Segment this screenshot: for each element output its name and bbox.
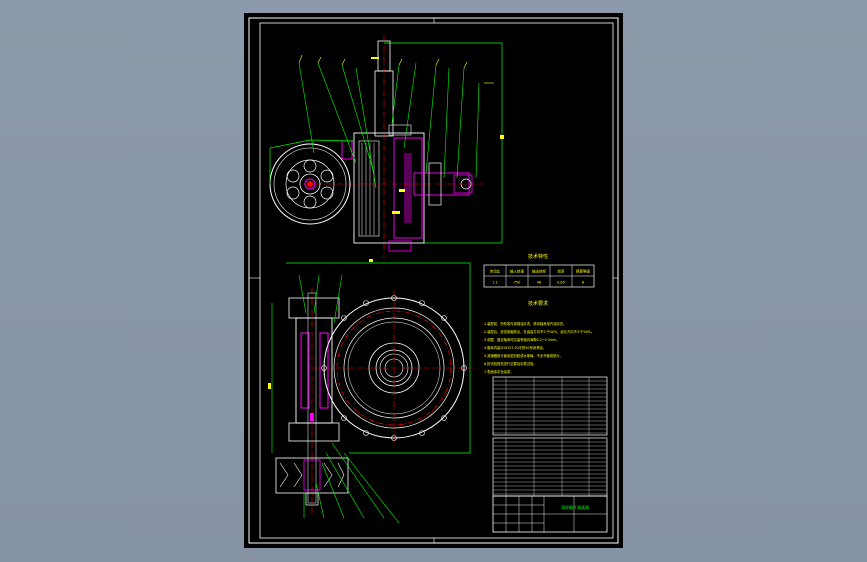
- inner-frame: [259, 22, 614, 539]
- tech-req-line-6: 7.表面涂灰色油漆。: [484, 369, 514, 374]
- params-value-1: 750: [514, 281, 521, 285]
- tech-req-line-5: 6.按试验规范进行空载及负载试验。: [484, 361, 537, 366]
- input-shaft-top: [377, 40, 391, 72]
- top-leader-lines: [298, 62, 480, 189]
- params-header-2: 输出转矩: [532, 269, 546, 274]
- params-value-2: 48: [537, 281, 541, 285]
- tech-req-line-3: 4.箱体内装SH0357-92中的50号润滑油。: [484, 345, 546, 350]
- params-value-4: 8: [582, 281, 584, 285]
- params-table-title: 技术特性: [528, 253, 548, 260]
- bolt-holes: [321, 295, 467, 441]
- params-header-4: 精度等级: [576, 269, 590, 274]
- tech-req-line-2: 3.调整、固定轴承时应留有轴向间隙0.2~0.3mm。: [484, 337, 560, 342]
- bottom-section-view: [268, 259, 474, 524]
- tech-requirements: 技术要求 1.装配前，所有零件用煤油清洗，滚动轴承用汽油清洗。 2.装配后，检查…: [484, 300, 594, 374]
- parts-list: [492, 376, 608, 497]
- tech-req-title: 技术要求: [528, 300, 548, 307]
- parameter-table: 技术特性 传动比 输入转速 输出转矩 效率 精度等级 1:1 750 48 0.…: [483, 253, 595, 288]
- params-header-1: 输入转速: [510, 269, 524, 274]
- top-assembly-view: [269, 35, 504, 258]
- params-header-3: 效率: [558, 269, 566, 274]
- outer-frame: [248, 17, 619, 544]
- drawing-sheet: 技术特性 传动比 输入转速 输出转矩 效率 精度等级 1:1 750 48 0.…: [244, 13, 623, 548]
- title-block: 涡轮蜗杆减速器: [492, 495, 608, 533]
- tech-req-line-1: 2.装配后，检查接触斑点，在齿高方向不少于40%，齿长方向不少于50%。: [484, 329, 594, 334]
- bearing-cover: [393, 137, 423, 239]
- tech-req-line-4: 5.减速器剖分面涂密封胶或水玻璃，不允许使用垫片。: [484, 353, 563, 358]
- params-value-0: 1:1: [492, 281, 498, 285]
- title-block-label: 涡轮蜗杆减速器: [561, 504, 589, 510]
- params-value-3: 0.85: [557, 281, 565, 285]
- housing: [353, 132, 425, 244]
- tech-req-line-0: 1.装配前，所有零件用煤油清洗，滚动轴承用汽油清洗。: [484, 321, 566, 326]
- bottom-leader-lines: [298, 274, 400, 524]
- pulley-hub: [307, 181, 313, 187]
- drawing-canvas: 技术特性 传动比 输入转速 输出转矩 效率 精度等级 1:1 750 48 0.…: [248, 17, 619, 544]
- params-header-0: 传动比: [490, 269, 501, 274]
